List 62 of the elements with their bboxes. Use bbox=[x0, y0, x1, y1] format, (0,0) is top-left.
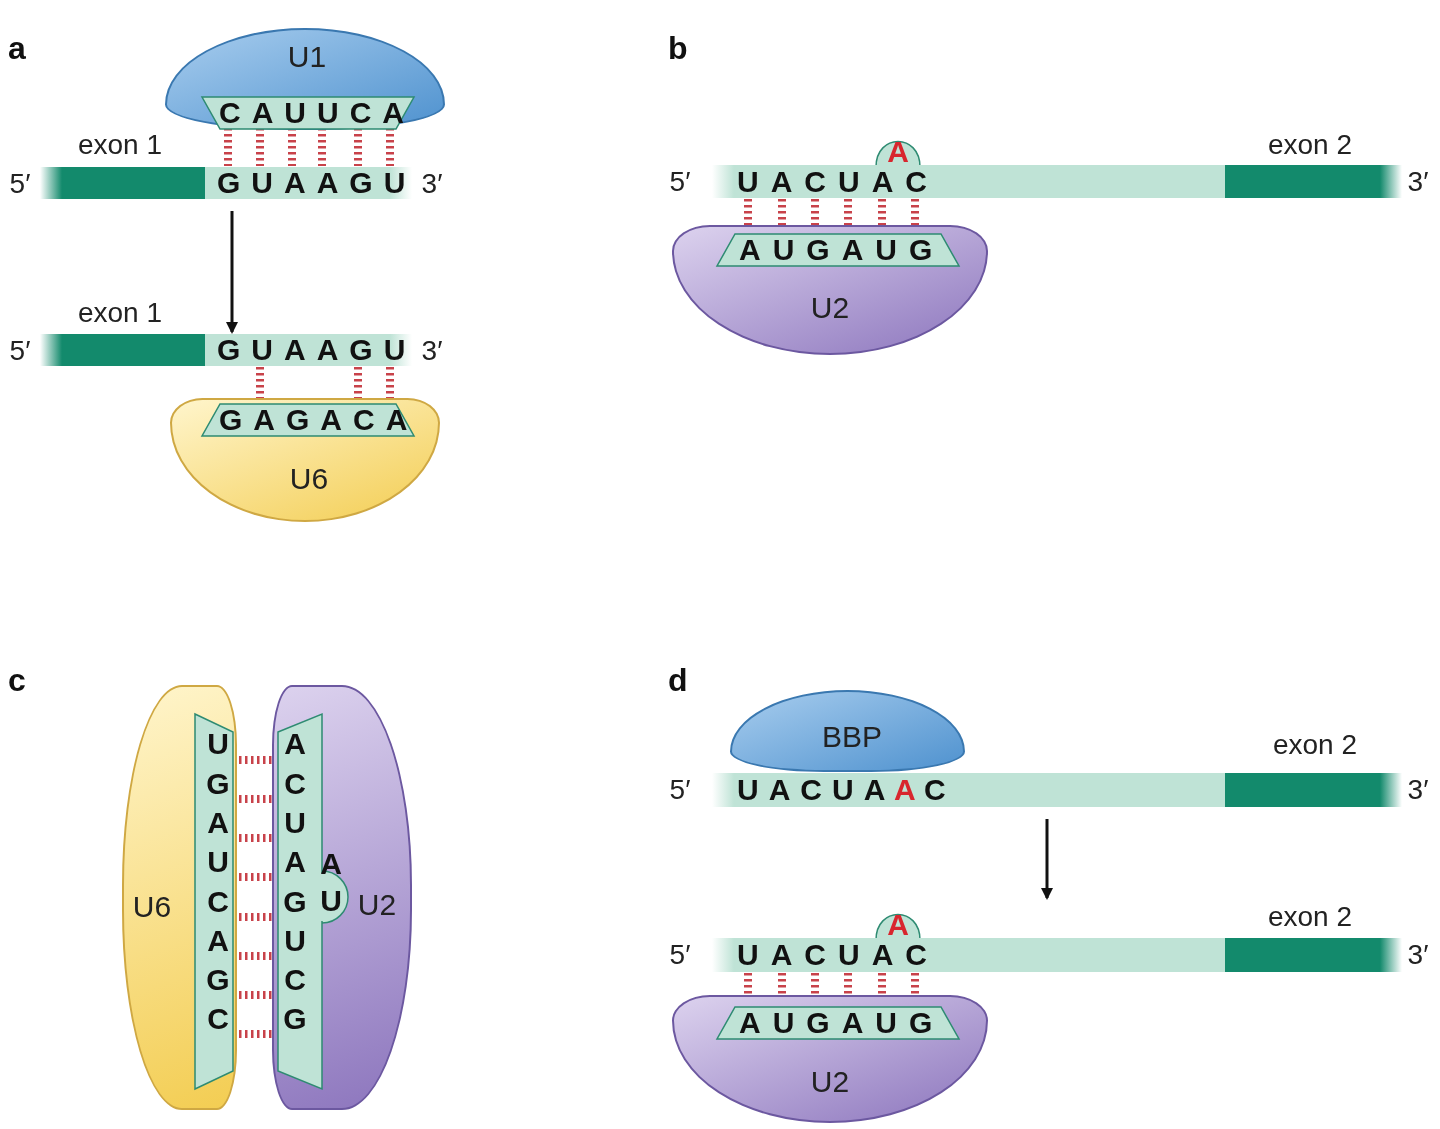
snrnp-label: U6 bbox=[132, 892, 172, 922]
branch-point-nucleotide: A bbox=[894, 775, 916, 805]
nucleotide-sequence: C bbox=[924, 775, 946, 805]
branch-point-nucleotide: A bbox=[887, 137, 909, 167]
nucleotide-sequence: ACUAGUCG bbox=[282, 726, 308, 1038]
nucleotide-sequence: UACUAC bbox=[737, 940, 939, 970]
base-pair-line bbox=[224, 128, 232, 166]
snrnp-label: U2 bbox=[810, 1067, 850, 1097]
base-pair-line bbox=[354, 128, 362, 166]
nucleotide-sequence: UACUA bbox=[737, 775, 896, 805]
base-pair-line bbox=[354, 367, 362, 401]
nucleotide-sequence: GUAAGU bbox=[217, 335, 417, 365]
strand-end-label: 3′ bbox=[1407, 168, 1429, 196]
exon-label: exon 1 bbox=[77, 299, 163, 327]
nucleotide-sequence: AUGAUG bbox=[739, 1008, 945, 1038]
strand-end-label: 3′ bbox=[1407, 776, 1429, 804]
panel-label: c bbox=[8, 664, 26, 696]
panel-label: a bbox=[8, 32, 26, 64]
pre-mrna-strand bbox=[712, 773, 1402, 807]
rna-strand bbox=[717, 234, 959, 266]
snrnp-label: U6 bbox=[289, 464, 329, 494]
pre-mrna-strand bbox=[40, 167, 412, 199]
snrnp-label: U2 bbox=[357, 890, 397, 920]
nucleotide-sequence: AUGAUG bbox=[739, 235, 945, 265]
nucleotide-sequence: GAGACA bbox=[219, 405, 419, 435]
nucleotide-sequence: CAUUCA bbox=[219, 98, 415, 128]
base-pair-line bbox=[288, 128, 296, 166]
branch-point-nucleotide: A bbox=[887, 910, 909, 940]
rna-strand bbox=[202, 404, 414, 436]
exon-label: exon 2 bbox=[1272, 731, 1358, 759]
strand-end-label: 3′ bbox=[1407, 941, 1429, 969]
rna-strand bbox=[195, 714, 233, 1089]
base-pair-line bbox=[386, 367, 394, 401]
rna-strand bbox=[717, 1007, 959, 1039]
nucleotide-sequence: UACUAC bbox=[737, 167, 939, 197]
panel-label: b bbox=[668, 32, 688, 64]
snrnp-label: U2 bbox=[810, 293, 850, 323]
base-pair-line bbox=[256, 128, 264, 166]
base-pair-line bbox=[386, 128, 394, 166]
exon-label: exon 2 bbox=[1267, 131, 1353, 159]
rna-strand bbox=[278, 714, 350, 1089]
strand-end-label: 3′ bbox=[421, 337, 443, 365]
base-pair-line bbox=[256, 367, 264, 401]
strand-end-label: 5′ bbox=[669, 941, 691, 969]
bulged-nucleotides: AU bbox=[319, 845, 343, 919]
snrnp-label: U1 bbox=[287, 42, 327, 72]
base-pair-line bbox=[318, 128, 326, 166]
snrnp-label: BBP bbox=[822, 722, 882, 752]
strand-end-label: 5′ bbox=[9, 337, 31, 365]
exon-label: exon 2 bbox=[1267, 903, 1353, 931]
panel-label: d bbox=[668, 664, 688, 696]
arrow bbox=[1041, 819, 1053, 900]
nucleotide-sequence: GUAAGU bbox=[217, 168, 417, 198]
strand-end-label: 3′ bbox=[421, 170, 443, 198]
strand-end-label: 5′ bbox=[669, 776, 691, 804]
strand-end-label: 5′ bbox=[9, 170, 31, 198]
nucleotide-sequence: UGAUCAGC bbox=[205, 726, 231, 1038]
snrnp-complex bbox=[272, 685, 412, 1110]
strand-end-label: 5′ bbox=[669, 168, 691, 196]
pre-mrna-strand bbox=[40, 334, 412, 366]
arrow bbox=[226, 211, 238, 334]
exon-label: exon 1 bbox=[77, 131, 163, 159]
